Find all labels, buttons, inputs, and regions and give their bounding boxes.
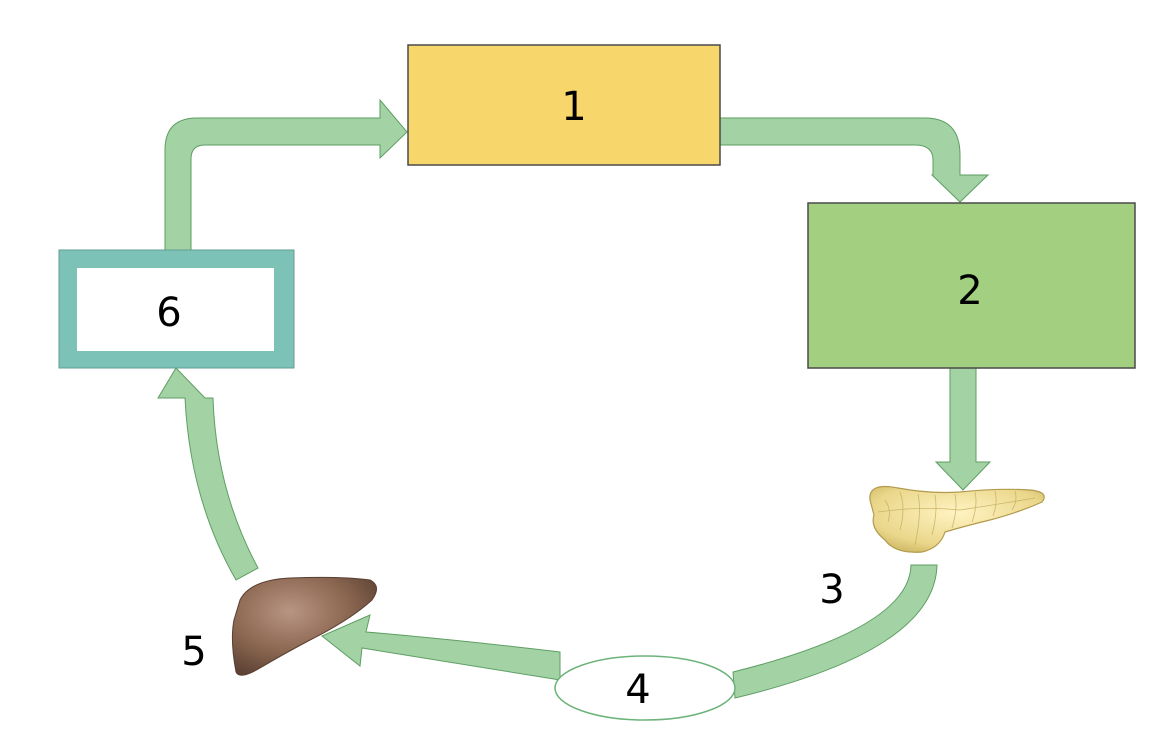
liver-label: 5	[181, 629, 206, 675]
box-6-label: 6	[156, 290, 181, 336]
box-1-label: 1	[561, 84, 586, 130]
pancreas-label: 3	[819, 567, 844, 613]
box-2	[807, 202, 1136, 369]
arrow-6-to-1	[164, 98, 408, 251]
arrow-2-to-3	[934, 367, 992, 491]
arrow-5-to-6	[157, 367, 259, 581]
oval-4	[554, 655, 736, 721]
arrow-1-to-2	[719, 117, 990, 203]
oval-4-label: 4	[625, 667, 650, 713]
box-1	[407, 44, 721, 166]
liver-icon	[231, 576, 377, 676]
box-6-inner	[77, 268, 274, 351]
arrow-4-to-5	[321, 614, 561, 681]
arrow-3-to-4	[732, 564, 938, 699]
pancreas-icon	[869, 485, 1045, 553]
box-2-label: 2	[957, 268, 982, 314]
